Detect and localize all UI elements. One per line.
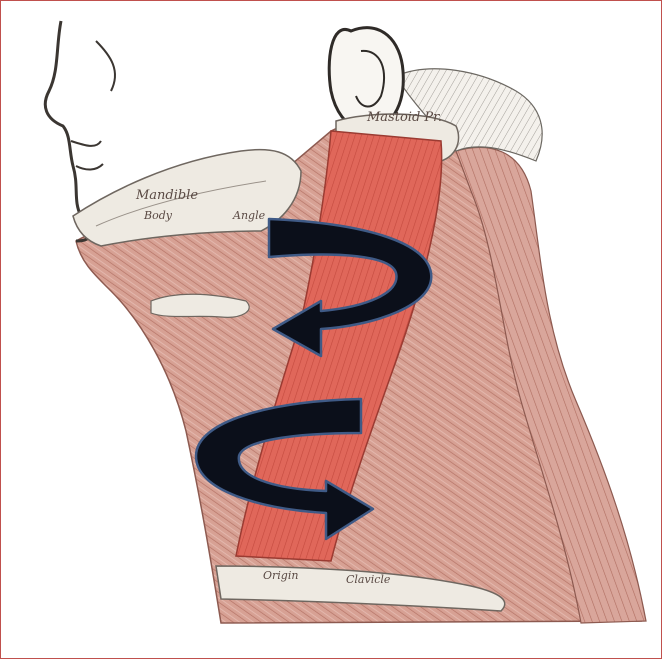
label-clavicle: Clavicle <box>346 573 391 586</box>
face-outline <box>45 21 89 241</box>
label-body: Body <box>143 209 173 222</box>
label-origin: Origin <box>263 569 298 582</box>
label-mandible: Mandible <box>135 188 198 203</box>
label-mastoid: Mastoid Pr. <box>366 110 442 125</box>
label-angle: Angle <box>232 209 266 222</box>
